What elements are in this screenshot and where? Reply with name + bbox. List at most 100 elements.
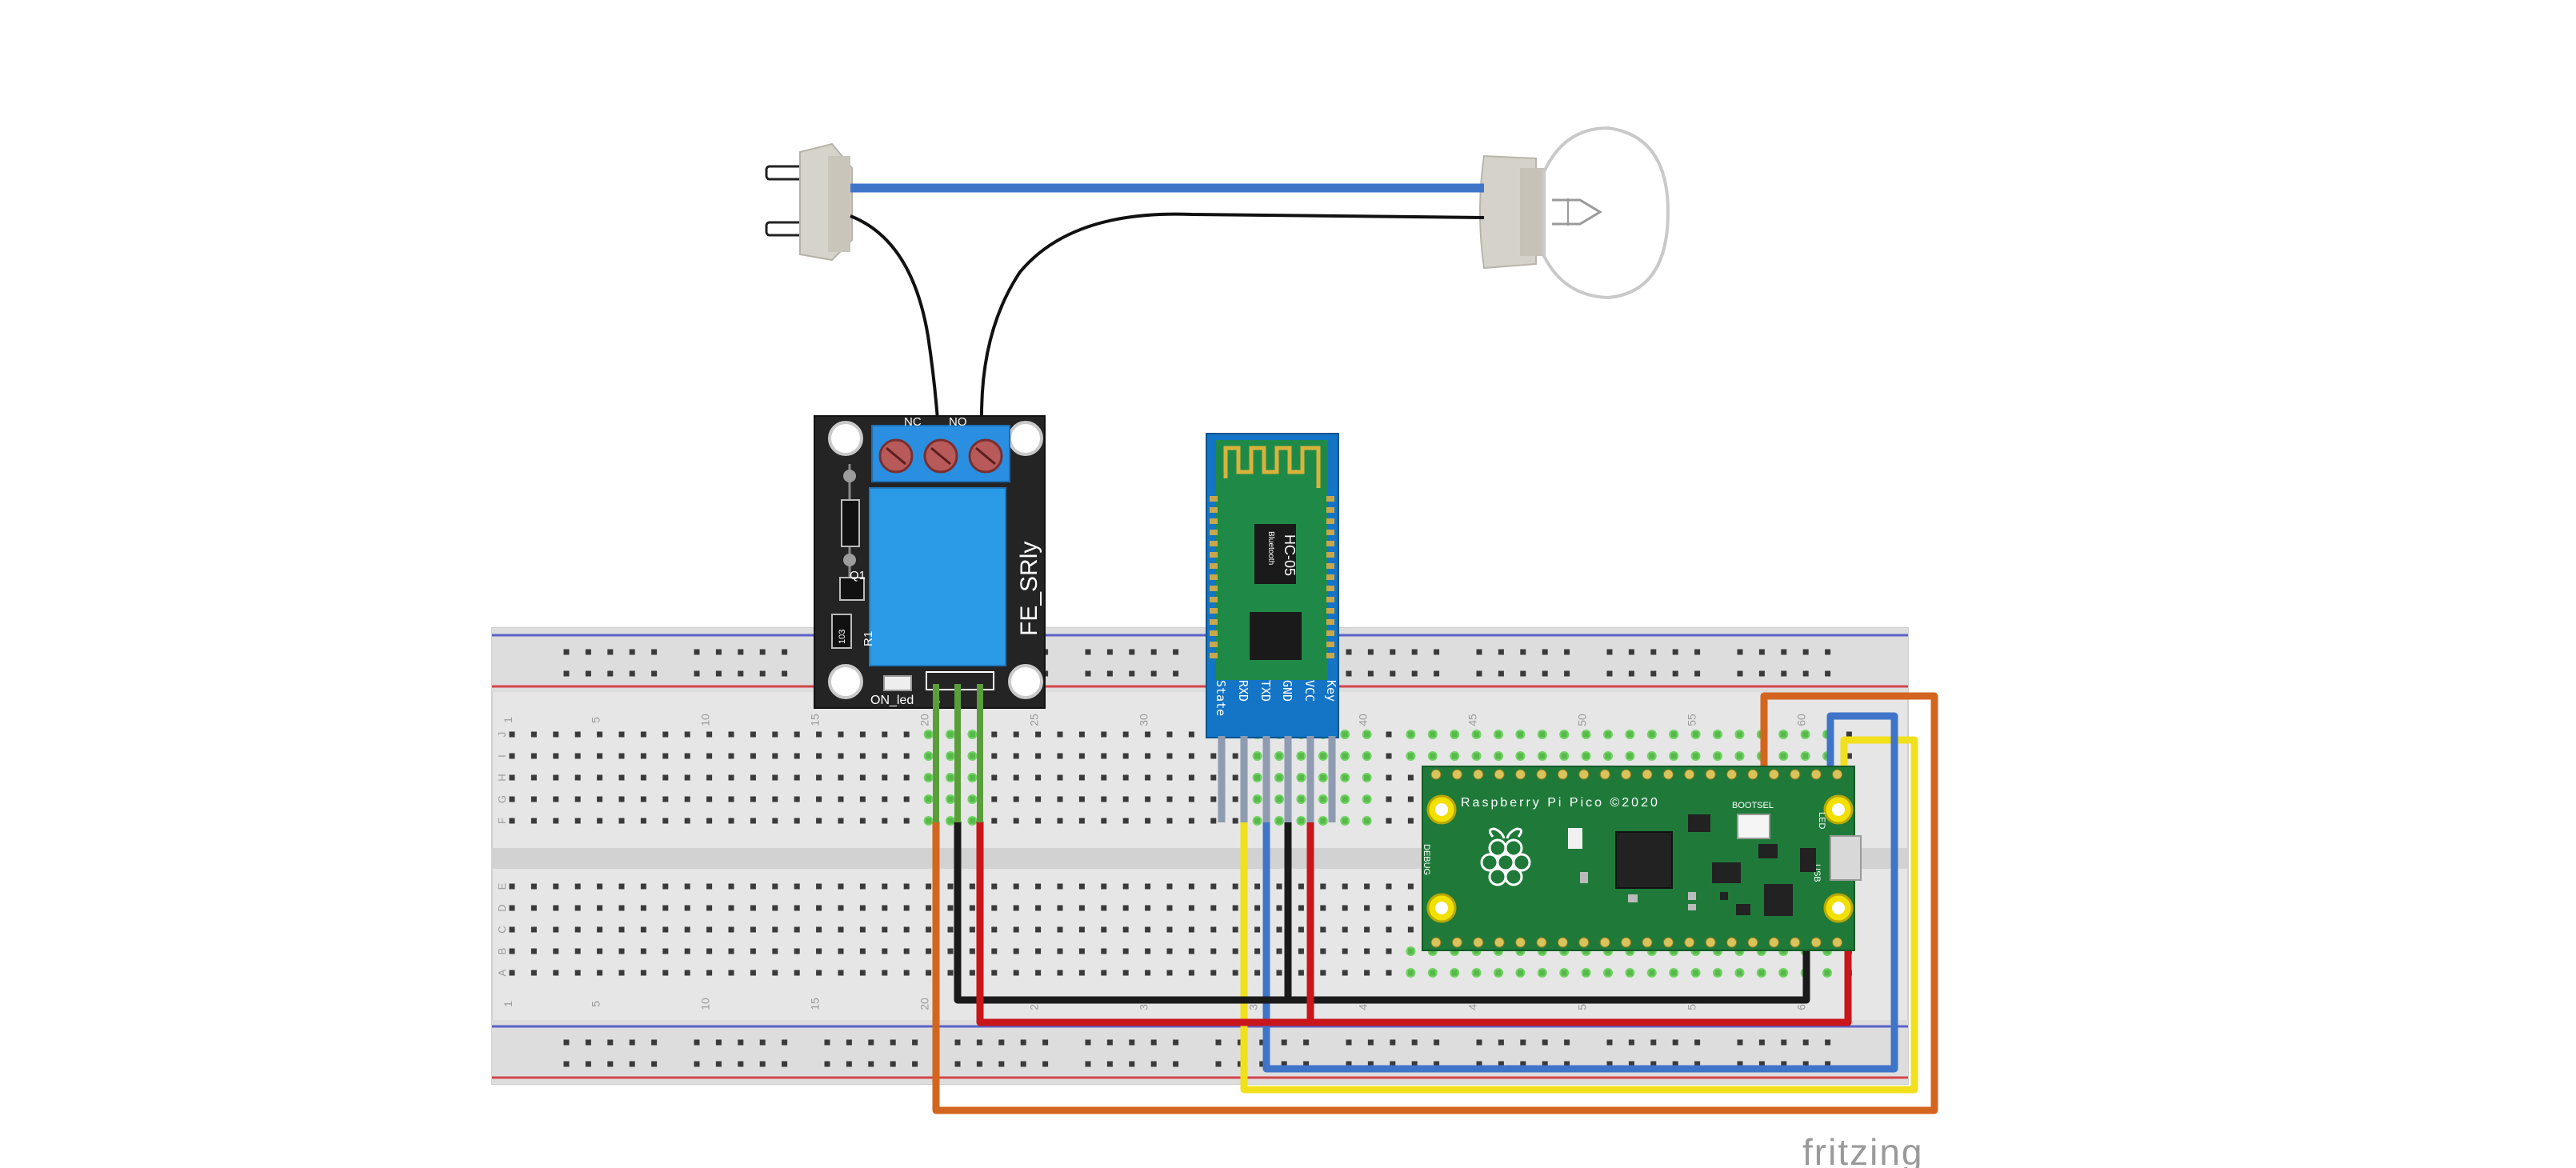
column-number: 1 <box>502 1001 514 1007</box>
rail-hole <box>1628 670 1634 677</box>
bb-hole <box>816 905 822 911</box>
connected-hole <box>1559 751 1570 761</box>
connected-hole <box>1625 751 1635 761</box>
rail-hole <box>651 1039 658 1046</box>
rail-hole <box>759 670 766 677</box>
bb-hole <box>684 774 690 781</box>
bb-hole <box>640 905 646 911</box>
rail-hole <box>1346 1061 1352 1067</box>
pico-pin <box>1705 769 1716 780</box>
bb-hole <box>926 883 932 890</box>
bb-hole <box>859 731 866 738</box>
bb-hole <box>816 731 822 738</box>
bb-hole <box>969 905 975 911</box>
bb-hole <box>684 926 690 933</box>
bb-hole <box>750 731 756 738</box>
rail-hole <box>738 1039 744 1046</box>
bb-hole <box>1364 970 1370 976</box>
connected-hole <box>1515 730 1526 739</box>
rail-hole <box>782 649 788 655</box>
bb-hole <box>1407 883 1414 890</box>
pico-pin <box>1662 769 1674 780</box>
bb-hole <box>903 818 910 824</box>
bb-hole <box>1013 818 1019 824</box>
bb-hole <box>1166 753 1173 759</box>
bb-hole <box>1145 970 1151 976</box>
bb-hole <box>838 818 844 824</box>
rail-hole <box>1498 1061 1504 1067</box>
bb-hole <box>574 948 581 954</box>
connected-hole <box>1362 773 1372 782</box>
bb-hole <box>816 948 822 954</box>
rail-hole <box>1367 670 1374 677</box>
pico-pin <box>1621 769 1632 780</box>
rail-hole <box>1411 649 1418 655</box>
connected-hole <box>1646 751 1657 761</box>
hc05-pad <box>1326 518 1334 524</box>
rail-hole <box>1825 649 1831 655</box>
bb-hole <box>509 948 515 954</box>
bb-hole <box>1407 905 1414 911</box>
hc05-pad <box>1210 653 1218 658</box>
rail-hole <box>1781 670 1787 677</box>
bb-hole <box>1386 905 1392 911</box>
bb-hole <box>728 970 734 976</box>
connected-hole <box>1734 751 1745 761</box>
bb-hole <box>816 970 822 976</box>
bb-hole <box>574 926 581 933</box>
connected-hole <box>1494 751 1503 761</box>
bb-hole <box>640 731 646 738</box>
hc05-pad <box>1210 608 1218 614</box>
connected-hole <box>1800 730 1810 739</box>
bb-hole <box>859 905 866 911</box>
bb-hole <box>1210 970 1217 976</box>
rail-hole <box>1802 670 1809 677</box>
bb-hole <box>838 948 844 954</box>
hc05-pad <box>1210 574 1218 580</box>
pico-pin <box>1599 937 1610 948</box>
rail-hole <box>1367 1039 1374 1046</box>
bb-hole <box>1342 926 1348 933</box>
hc05-pad <box>1326 642 1334 647</box>
rail-hole <box>1564 649 1570 655</box>
pico-pin <box>1642 769 1653 780</box>
rail-hole <box>846 1061 852 1067</box>
pico-pin <box>1662 937 1674 948</box>
hc05-pad <box>1326 574 1334 580</box>
bb-hole <box>597 796 603 802</box>
bb-hole <box>1386 796 1392 802</box>
bb-hole <box>1342 905 1348 911</box>
bb-hole <box>1276 948 1282 954</box>
bb-hole <box>706 926 713 933</box>
bb-hole <box>794 883 800 890</box>
bb-hole <box>838 883 844 890</box>
rail-hole <box>1129 670 1135 677</box>
bb-hole <box>794 774 800 781</box>
connected-hole <box>1800 751 1810 761</box>
bb-hole <box>509 796 515 802</box>
bb-hole <box>728 818 734 824</box>
bb-hole <box>1846 753 1852 759</box>
connected-hole <box>1252 816 1262 826</box>
connected-hole <box>1362 816 1372 826</box>
bb-hole <box>509 905 515 911</box>
bb-hole <box>1057 905 1063 911</box>
relay-resistor-code: 103 <box>838 630 847 644</box>
bb-hole <box>1122 774 1129 781</box>
rail-hole <box>1694 1039 1701 1046</box>
bb-hole <box>750 905 756 911</box>
rail-hole <box>1085 670 1091 677</box>
pico-pin <box>1747 937 1758 948</box>
bb-hole <box>509 970 515 976</box>
hc05-pad <box>1210 619 1218 625</box>
bb-hole <box>1122 883 1129 890</box>
bb-hole <box>1078 883 1085 890</box>
rail-hole <box>1390 649 1396 655</box>
bb-hole <box>1145 774 1151 781</box>
rail-hole <box>1650 1061 1657 1067</box>
rail-hole <box>1150 649 1157 655</box>
relay-led <box>883 675 912 691</box>
bb-hole <box>662 970 669 976</box>
